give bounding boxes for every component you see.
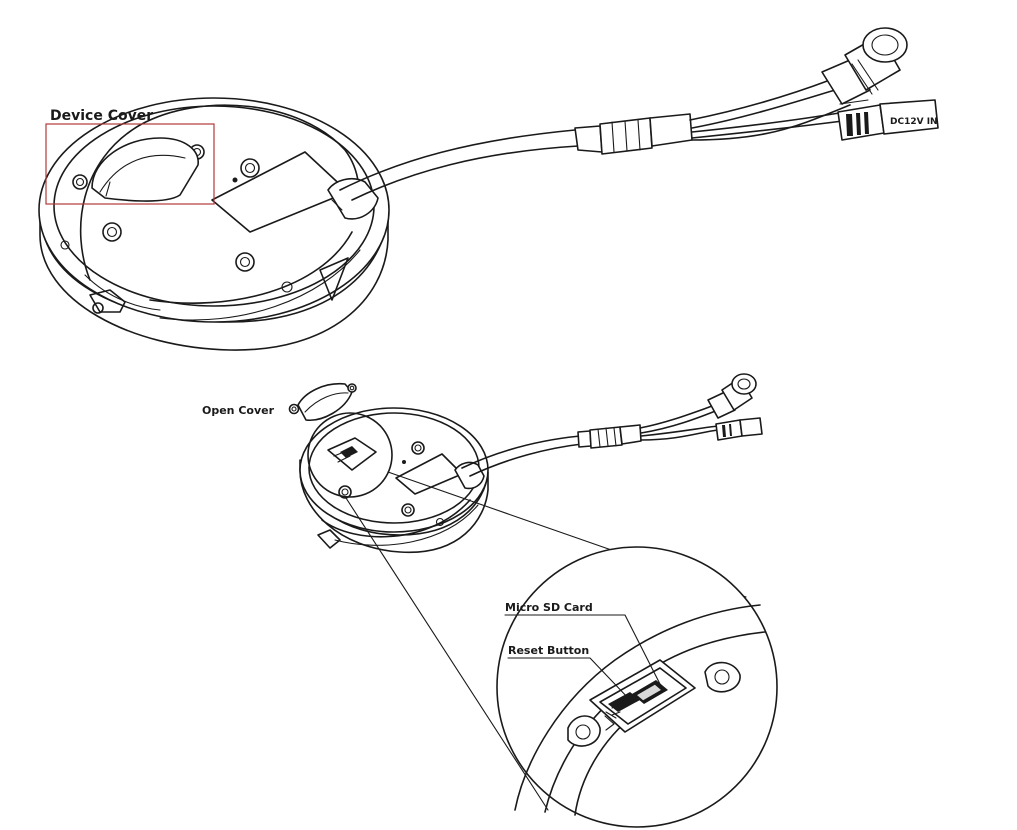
device-cover-highlight-box [45,123,215,205]
camera-base-top [38,97,390,351]
micro-sd-card-label: Micro SD Card [505,601,593,614]
micro-sd-card-leader [504,614,663,689]
device-cover-part [91,137,199,202]
open-cover-label: Open Cover [202,404,275,417]
camera-base-middle [299,407,489,553]
cable-middle [461,373,763,477]
power-connector-icon: DC12V IN [837,99,939,141]
network-connector-icon [821,27,908,105]
cable-top: DC12V IN [339,27,939,201]
connector-mark: DC12V IN [890,117,938,127]
reset-button-part [605,692,640,719]
screw-icon [72,144,260,272]
micro-sd-slot [632,680,668,704]
screw-icon [338,441,425,517]
magnifier-projection-line [345,497,549,811]
network-connector-icon [707,373,757,419]
removed-cover-part [288,382,357,421]
power-connector-icon [715,417,763,441]
reset-button-leader [507,657,631,701]
device-cover-label: Device Cover [50,108,153,124]
reset-button-label: Reset Button [508,644,589,657]
zoom-detail [496,546,778,828]
